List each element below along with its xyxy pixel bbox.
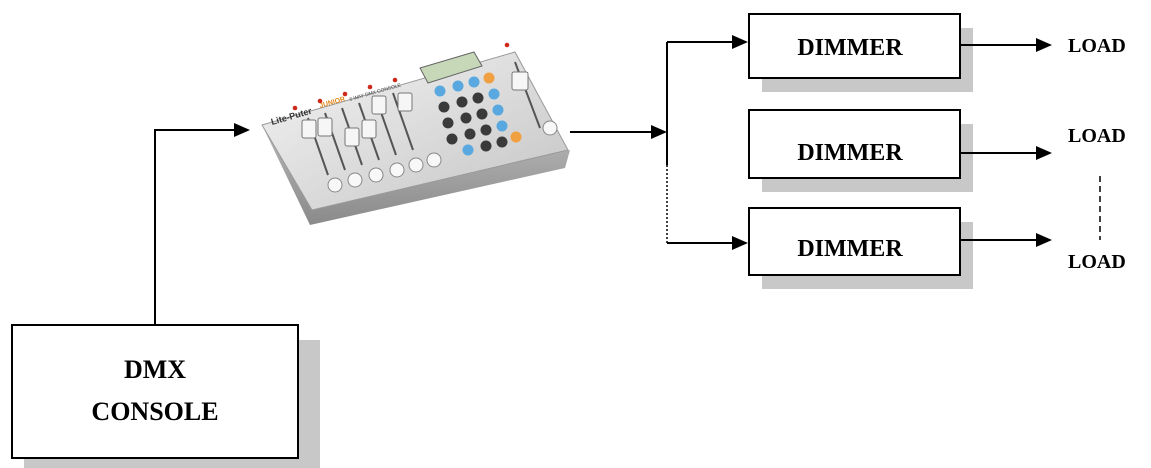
load-label-1: LOAD xyxy=(1068,35,1126,57)
dimmer-3-label: DIMMER xyxy=(797,236,903,262)
console-to-device-arrow xyxy=(154,123,250,325)
device-side xyxy=(262,125,570,225)
dimmer-2-output-arrow xyxy=(960,146,1052,160)
load-label-3: LOAD xyxy=(1068,251,1126,273)
dimmer-box-1: DIMMER xyxy=(748,13,973,92)
dimmer-1-output-arrow xyxy=(960,38,1052,52)
dmx-console-box: DMX CONSOLE xyxy=(11,324,320,468)
dimmer-box-2: DIMMER xyxy=(748,109,973,192)
device-keypad xyxy=(434,72,522,156)
branch-arrow-1 xyxy=(667,35,748,49)
dimmer-2-frame xyxy=(748,109,961,179)
dimmer-3-frame xyxy=(748,207,961,276)
dimmer-box-3: DIMMER xyxy=(748,207,973,289)
device-fader-knobs xyxy=(301,71,529,147)
lite-puter-device: Lite-Puter JUNIOR 6 WAY DMX CONSOLE xyxy=(261,42,570,225)
device-leds xyxy=(292,42,510,111)
dimmer-1-label: DIMMER xyxy=(797,35,903,61)
branch-arrow-3 xyxy=(667,236,748,250)
device-scene-buttons xyxy=(327,120,558,193)
dmx-console-frame xyxy=(11,324,299,459)
dimmer-2-label: DIMMER xyxy=(797,140,903,166)
device-to-split-arrow xyxy=(570,125,667,139)
dmx-console-label-line2: CONSOLE xyxy=(91,397,218,426)
dmx-console-label-line1: DMX xyxy=(124,355,186,384)
device-display xyxy=(419,51,483,84)
load-label-2: LOAD xyxy=(1068,125,1126,147)
dimmer-3-output-arrow xyxy=(960,233,1052,247)
dimmer-1-frame xyxy=(748,13,961,79)
